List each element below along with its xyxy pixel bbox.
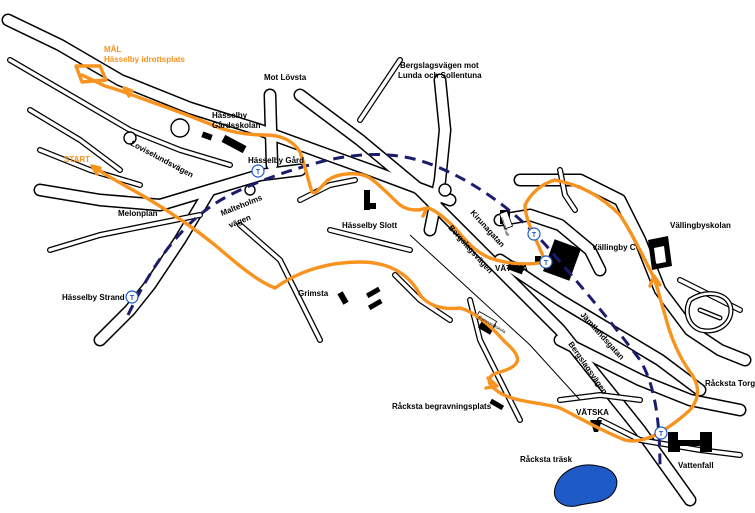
label-bergslagsvagen-mot-2: Lunda och Sollentuna <box>398 71 482 80</box>
metro-station-icon: T <box>125 290 139 304</box>
route-arrows <box>90 86 662 390</box>
svg-text:T: T <box>544 260 549 267</box>
start-label: START <box>64 155 90 164</box>
svg-text:T: T <box>532 232 537 239</box>
label-small-1: Idrottshall <box>499 217 510 237</box>
svg-text:T: T <box>659 431 664 438</box>
metro-station-icon: T <box>251 164 265 178</box>
label-grimsta: Grimsta <box>298 289 329 298</box>
label-melonplan: Melonplan <box>118 209 158 218</box>
label-racksta-trask: Råcksta träsk <box>520 455 573 464</box>
label-gardsskolan-2: Gårdsskolan <box>212 121 261 130</box>
label-hasselby-strand: Hässelby Strand <box>62 293 125 302</box>
svg-text:T: T <box>256 169 261 176</box>
metro-station-icon: T <box>527 227 541 241</box>
metro-stations: T T T T T <box>125 164 668 440</box>
label-bergslagsvagen-mot: Bergslagsvägen mot <box>400 61 479 70</box>
route-line <box>80 73 700 443</box>
label-malteholmsvagen: Malteholms <box>219 193 264 218</box>
finish-title: MÅL <box>104 45 121 54</box>
label-gardsskolan: Hässelby <box>212 111 248 120</box>
metro-line <box>126 153 662 471</box>
label-mot-lovsta: Mot Lövsta <box>264 73 307 82</box>
label-hasselby-gard: Hässelby Gård <box>248 156 304 165</box>
svg-text:T: T <box>130 295 135 302</box>
label-vallingbyskolan: Vällingbyskolan <box>670 221 731 230</box>
label-racksta-torg: Råcksta Torg <box>705 379 755 388</box>
label-vattenfall: Vattenfall <box>678 461 714 470</box>
finish-box <box>74 64 108 84</box>
label-hasselby-slott: Hässelby Slott <box>342 221 397 230</box>
label-racksta-begravningsplats: Råcksta begravningsplats <box>392 402 492 411</box>
label-vatska-1: VÄTSKA <box>495 264 528 273</box>
metro-station-icon: T <box>539 255 553 269</box>
label-vallingby-c: Vällingby C <box>592 243 636 252</box>
racksta-trask-lake <box>553 464 618 507</box>
label-vatska-2: VÄTSKA <box>576 408 609 417</box>
road-network <box>1 13 752 507</box>
metro-station-icon: T <box>654 426 668 440</box>
finish-place: Hässelby idrottsplats <box>104 55 185 64</box>
